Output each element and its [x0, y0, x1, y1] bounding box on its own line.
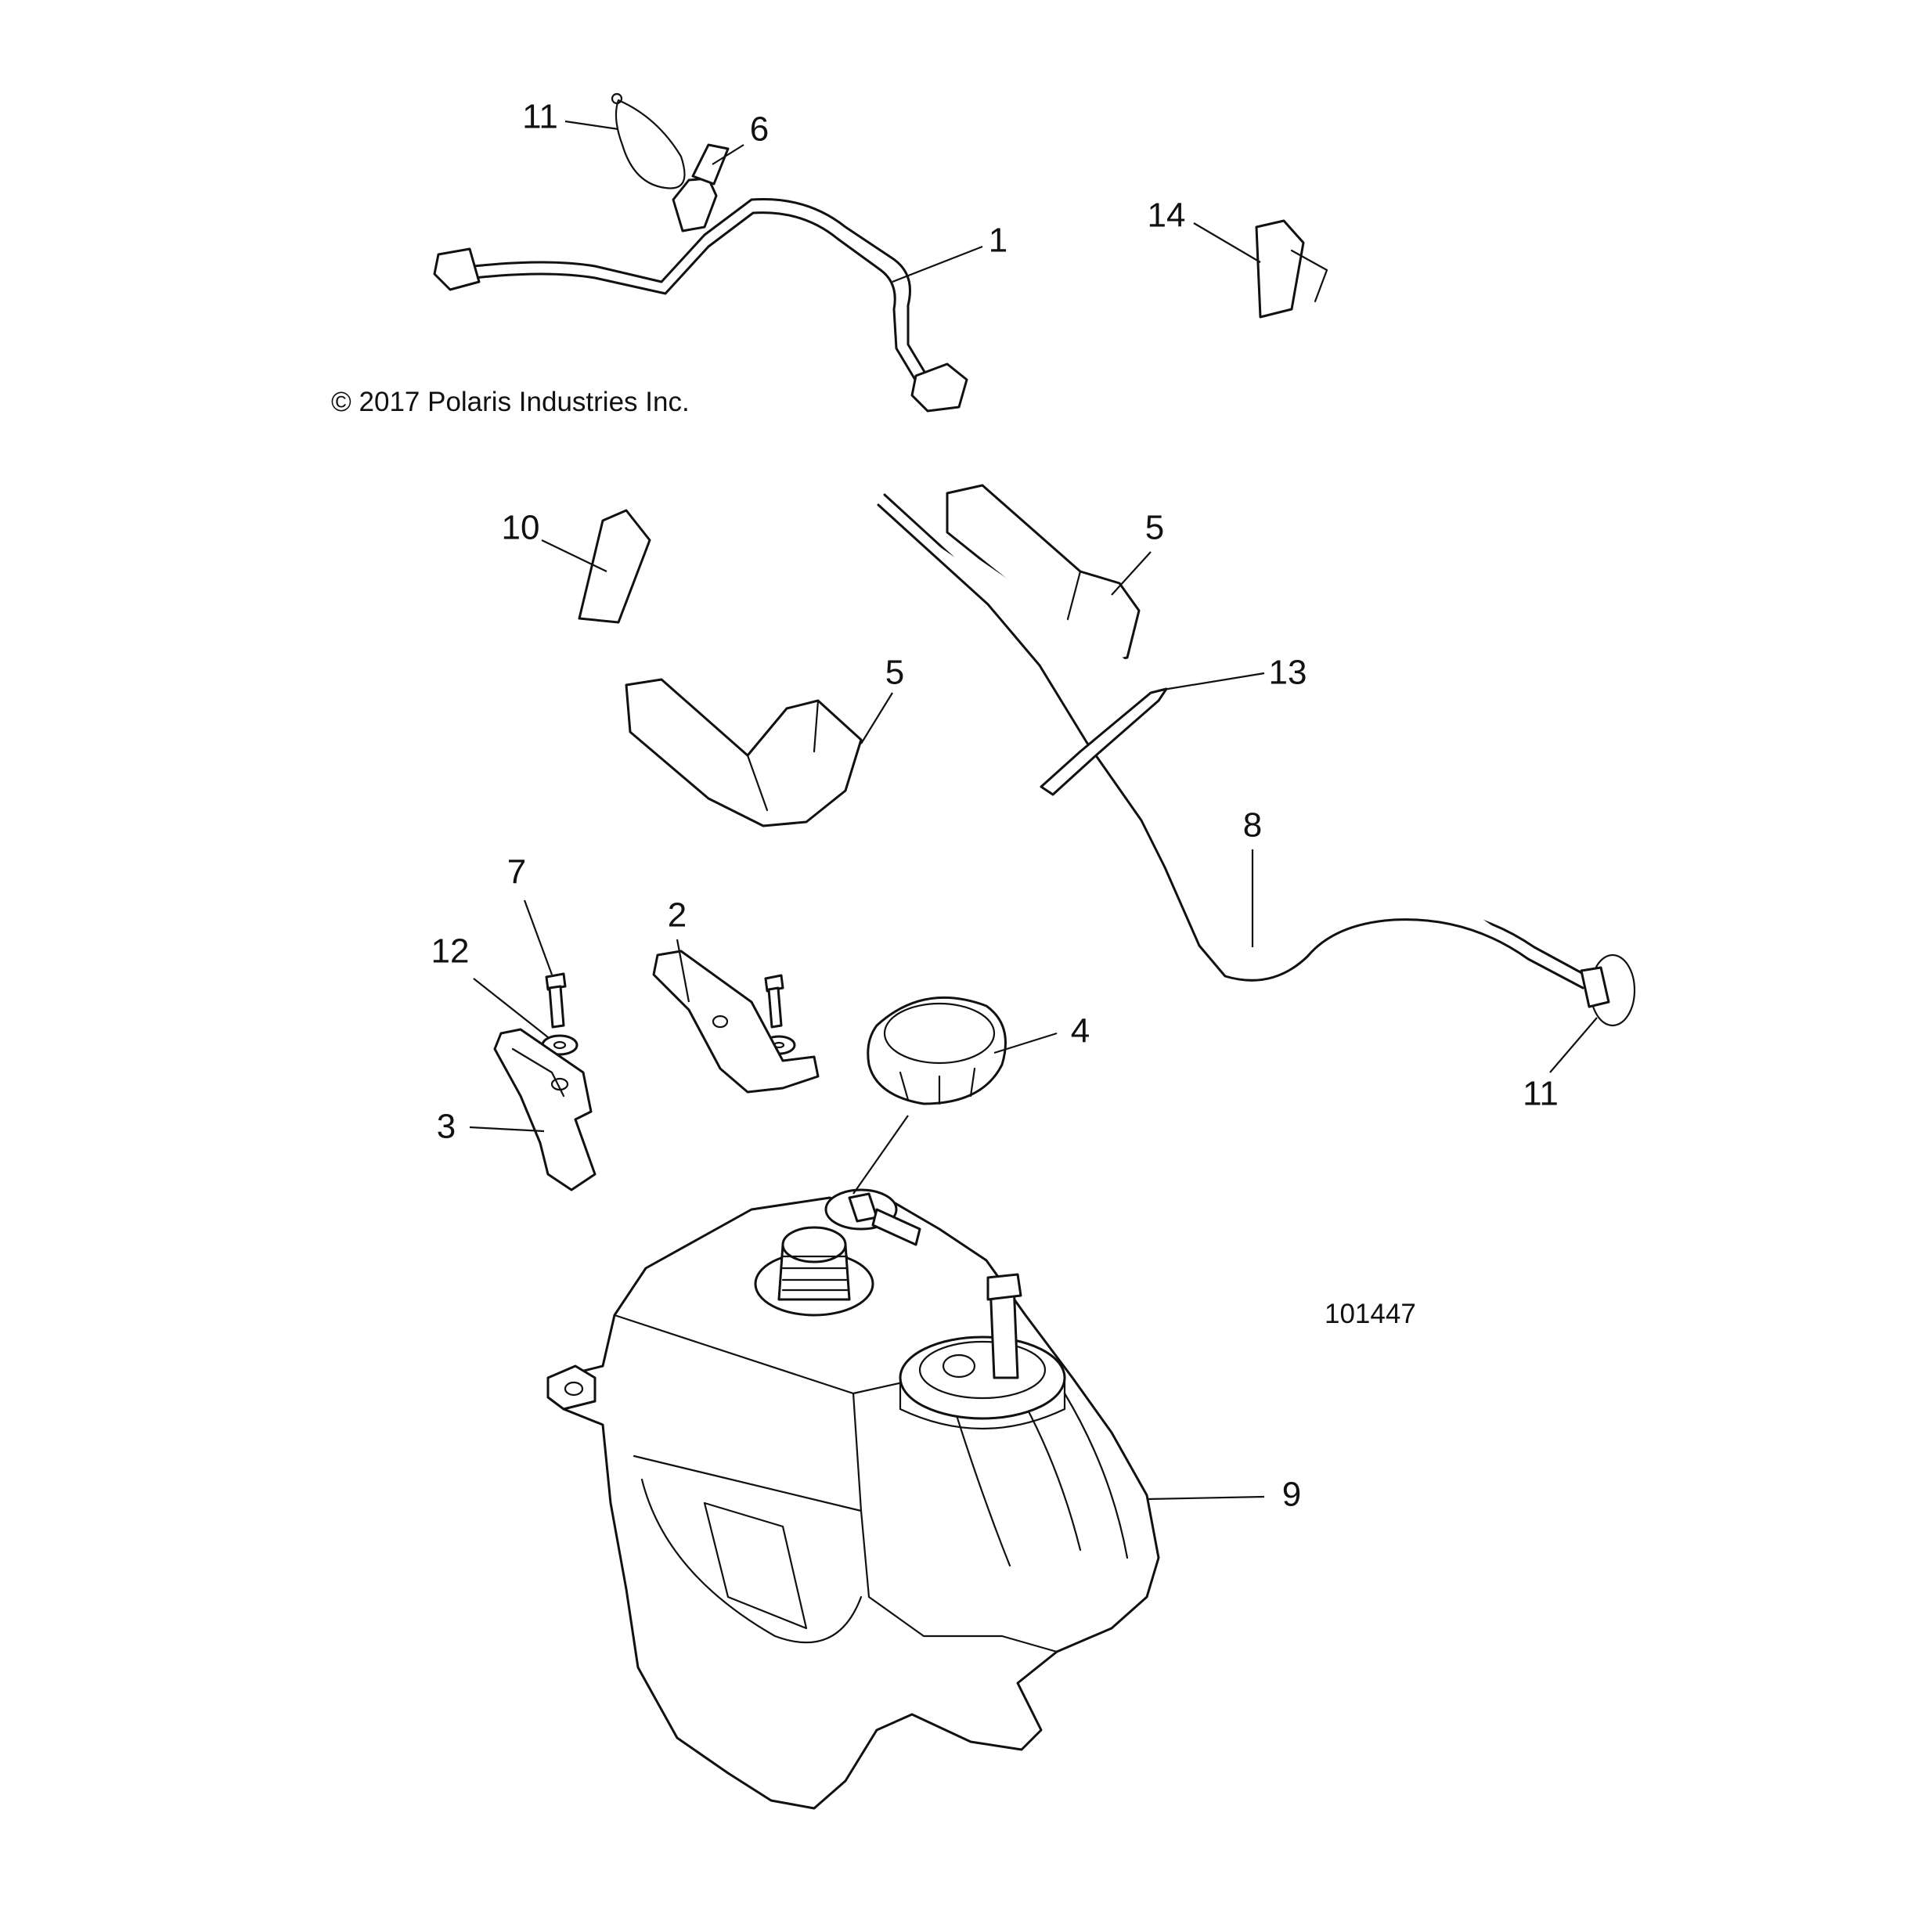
part-11-clamp-right	[1580, 953, 1636, 1027]
part-6-check-valve	[672, 143, 730, 232]
leader-4-to-tank	[852, 1115, 909, 1195]
callout-8: 8	[1243, 806, 1262, 845]
leader-5-lower	[860, 692, 893, 744]
part-9-fuel-tank	[546, 1188, 1160, 1810]
leader-3	[469, 1126, 545, 1133]
callout-10: 10	[502, 509, 540, 547]
part-8-fuel-line	[877, 493, 1591, 989]
part-3-bracket	[493, 1028, 597, 1191]
leader-10	[541, 539, 607, 572]
callout-14: 14	[1148, 196, 1186, 235]
leader-12	[473, 978, 549, 1038]
callout-6: 6	[750, 110, 769, 149]
callout-11-right: 11	[1523, 1075, 1559, 1113]
figure-number: 101447	[1325, 1299, 1416, 1329]
part-10-foam-block	[578, 509, 651, 624]
callout-7: 7	[507, 853, 526, 892]
leader-14	[1193, 222, 1261, 263]
leader-2	[676, 939, 690, 1003]
part-1-vent-hose	[433, 197, 968, 413]
leader-7	[523, 899, 553, 975]
part-7-bolt-right	[764, 974, 784, 1029]
callout-13: 13	[1269, 654, 1307, 692]
leader-11-right	[1549, 1017, 1598, 1073]
leader-5-upper	[1111, 551, 1152, 596]
part-4-fuel-cap	[867, 996, 1007, 1105]
leader-1	[892, 245, 983, 283]
callout-5-lower: 5	[885, 654, 904, 692]
callout-11-top: 11	[522, 98, 558, 136]
leader-13	[1158, 672, 1265, 692]
part-14-clip	[1255, 219, 1328, 319]
callout-9: 9	[1282, 1476, 1301, 1514]
part-2-bracket	[652, 950, 820, 1094]
callout-4: 4	[1071, 1012, 1090, 1051]
part-13-grommet	[1040, 687, 1168, 796]
leader-9	[1146, 1495, 1265, 1501]
callout-12: 12	[431, 932, 470, 971]
callout-2: 2	[668, 896, 687, 935]
part-11-clamp-top	[611, 92, 686, 189]
leader-4	[993, 1032, 1058, 1054]
leader-lines	[469, 120, 1598, 1501]
callout-1: 1	[989, 222, 1007, 260]
copyright-text: © 2017 Polaris Industries Inc.	[331, 387, 690, 417]
callout-3: 3	[437, 1108, 456, 1146]
leader-6	[712, 144, 744, 165]
callout-5-upper: 5	[1145, 509, 1164, 547]
part-5-foam-sleeve-lower	[625, 678, 863, 827]
leader-11-top	[564, 120, 619, 131]
part-7-bolt-left	[545, 972, 567, 1029]
callout-labels: 11 6 1 14 10 5 5 13 8 11 7 12 2 4 3 9	[431, 98, 1559, 1514]
